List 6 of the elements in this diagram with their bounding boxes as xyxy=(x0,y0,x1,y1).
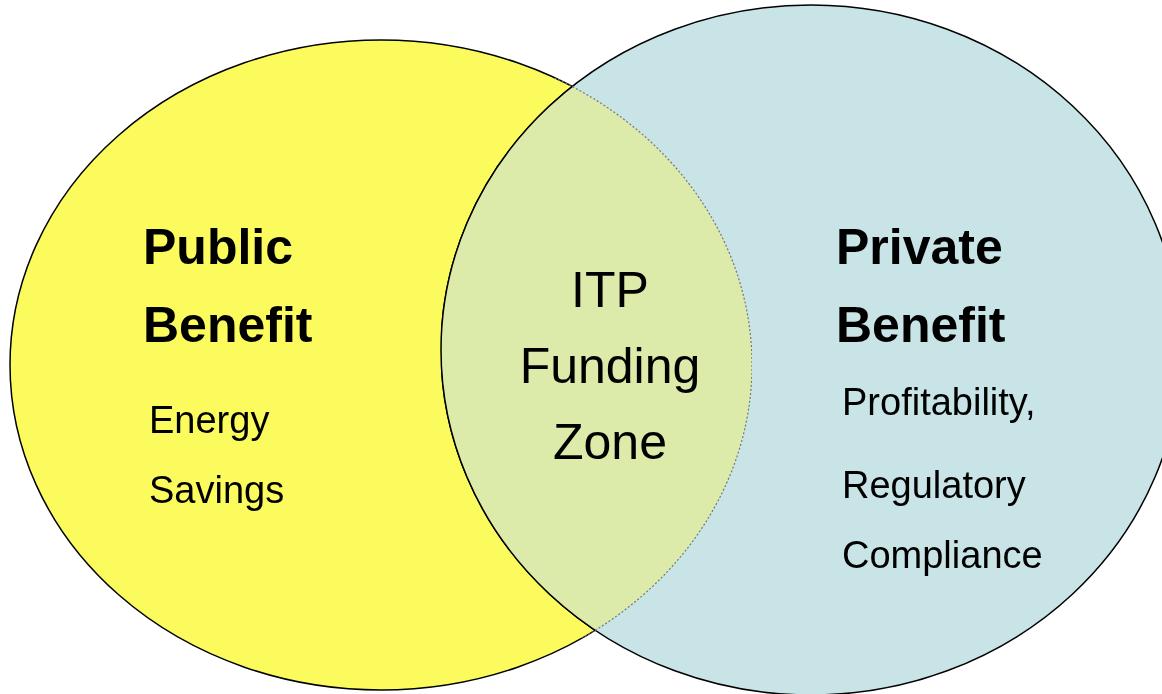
heading-text: Private Benefit xyxy=(836,219,1006,353)
heading-text: Public Benefit xyxy=(143,219,313,353)
body-text: Regulatory Compliance xyxy=(842,464,1043,576)
body-text: Energy Savings xyxy=(149,399,285,511)
body-text: Profitability, xyxy=(842,381,1036,423)
overlap-label: ITP Funding Zone xyxy=(519,262,701,470)
